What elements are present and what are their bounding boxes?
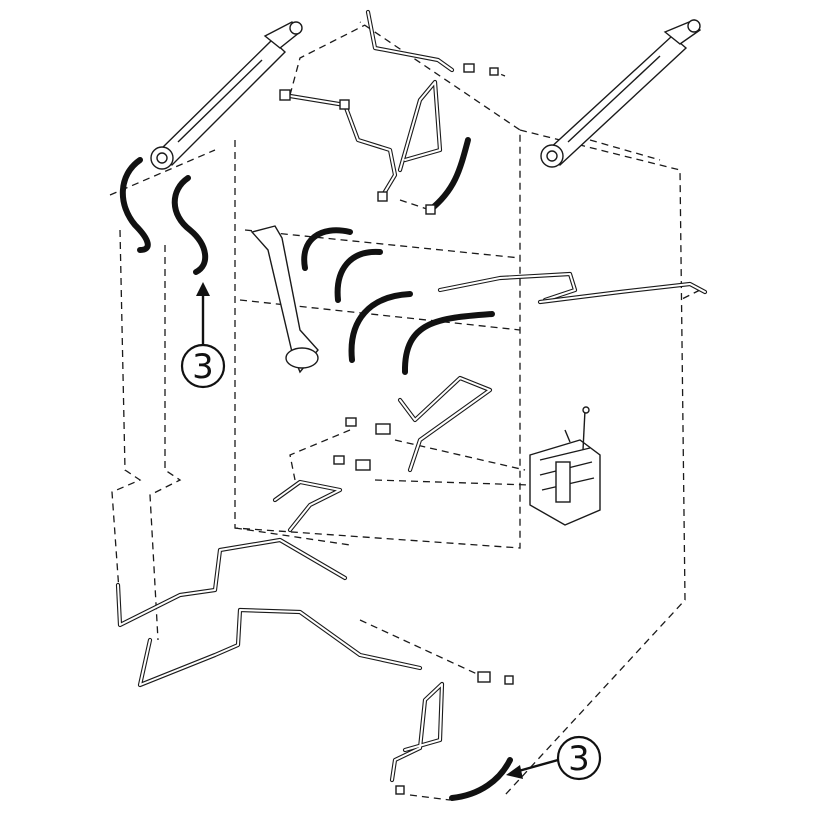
hose-bottom-right [449, 757, 513, 801]
support-bracket [250, 225, 319, 374]
left-lift-cylinder [150, 21, 303, 170]
hose-top-center [427, 137, 471, 213]
dashed-assembly-lines [109, 21, 701, 801]
hose-left-inner [171, 175, 208, 275]
flexible-hoses [119, 137, 513, 801]
callout-top-left: 3 [180, 282, 226, 389]
hose-center-4 [401, 311, 495, 375]
callout-bottom-right: 3 [506, 735, 602, 781]
rigid-tubes [115, 9, 708, 783]
hose-center-1 [301, 227, 353, 271]
right-lift-cylinder [540, 19, 701, 168]
control-valve-block [529, 406, 601, 526]
callout-number: 3 [568, 739, 590, 779]
fittings [279, 63, 514, 795]
callout-number: 3 [192, 347, 214, 387]
hose-left-outer [119, 157, 151, 253]
hose-center-2 [334, 248, 383, 303]
hose-center-3 [348, 291, 413, 363]
